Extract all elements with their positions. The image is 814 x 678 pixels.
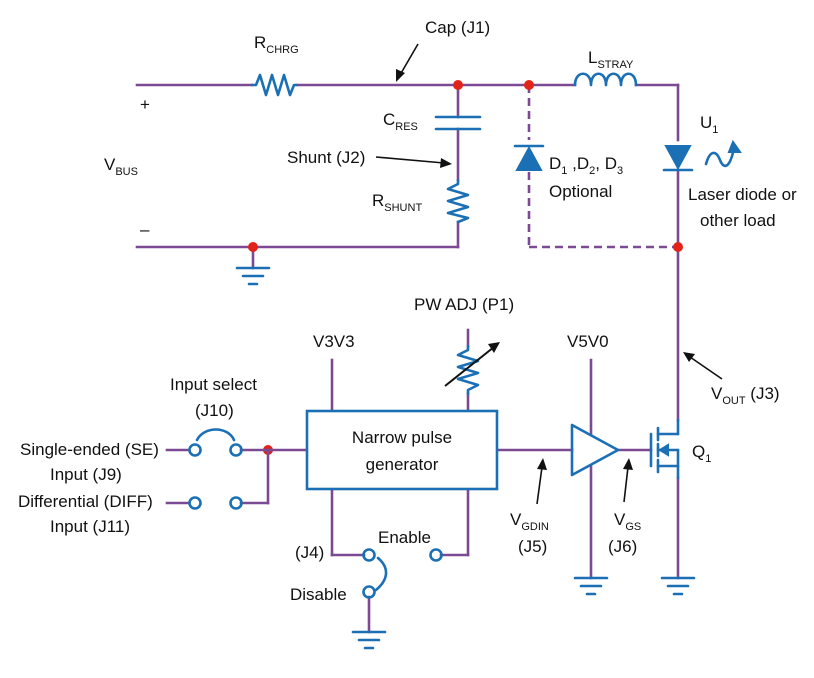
narrow-pulse-generator-box [305,409,499,491]
se-input-label-line2: Input (J9) [50,465,122,484]
rchrg-label: RCHRG [254,33,299,56]
ground-icon [573,576,609,596]
input-select-switch-icon [188,428,243,510]
q1-label: Q1 [692,442,711,465]
mosfet-q1-icon [649,418,680,480]
j4-label: (J4) [295,543,324,562]
v3v3-label: V3V3 [313,332,355,351]
junction-node [524,80,534,90]
lstray-inductor [573,72,638,87]
input-select-label-line1: Input select [170,375,257,394]
disable-label: Disable [290,585,347,604]
laser-diode-icon [662,139,742,172]
generator-label-line1: Narrow pulse [352,428,452,447]
optional-label: Optional [549,182,612,201]
lstray-label: LSTRAY [588,48,634,71]
cres-capacitor [434,115,482,131]
minus-sign: – [140,220,150,239]
shunt-j2-label: Shunt (J2) [287,148,365,167]
control-wires [165,328,680,634]
u1-label: U1 [700,113,718,136]
se-input-label-line1: Single-ended (SE) [20,440,159,459]
vgdin-label: VGDIN [510,510,549,533]
laser-label-line2: other load [700,211,776,230]
ground-icon [235,266,271,286]
optional-diode-icon [513,144,545,171]
vbus-label: VBUS [104,155,138,178]
cap-j1-label: Cap (J1) [425,18,490,37]
gate-driver-buffer-icon [570,423,620,477]
cres-label: CRES [383,110,418,133]
v5v0-label: V5V0 [567,332,609,351]
junction-node [248,242,258,252]
optional-diode-path [527,85,678,249]
pw-adj-label: PW ADJ (P1) [414,295,514,314]
vgs-label: VGS [614,510,641,533]
power-stage-wires [135,83,680,422]
diodes-label: D1 ,D2, D3 [549,154,623,177]
laser-label-line1: Laser diode or [688,185,797,204]
rchrg-resistor [250,73,299,97]
diff-input-label-line1: Differential (DIFF) [18,492,153,511]
junction-node [673,242,683,252]
generator-label-line2: generator [366,455,439,474]
vgs-j6-label: (J6) [608,537,637,556]
plus-sign: + [140,95,150,114]
vout-label: VOUT (J3) [711,384,780,407]
rshunt-label: RSHUNT [372,191,422,214]
ground-icon [660,576,696,596]
rshunt-resistor [446,178,470,224]
annotation-arrows [375,43,723,505]
junction-node [453,80,463,90]
vgdin-j5-label: (J5) [518,537,547,556]
ground-icon [351,630,387,650]
enable-switch-icon [362,548,443,599]
diff-input-label-line2: Input (J11) [50,517,130,536]
enable-label: Enable [378,528,431,547]
pw-adj-potentiometer-icon [444,342,500,396]
input-select-label-line2: (J10) [195,401,234,420]
